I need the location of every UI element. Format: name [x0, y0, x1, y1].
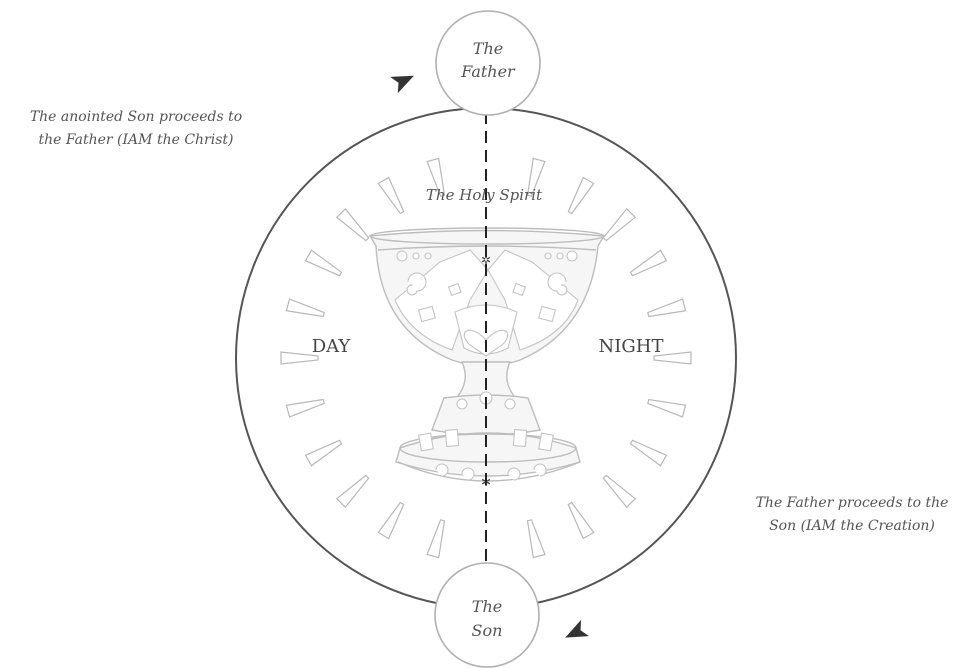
ray: [378, 503, 403, 539]
right-note-line1: The Father proceeds to the: [756, 495, 949, 511]
left-note-line1: The anointed Son proceeds to: [30, 109, 242, 125]
ray: [603, 475, 635, 507]
ray: [427, 520, 444, 558]
son-label-line2: Son: [472, 621, 503, 640]
ray: [306, 250, 342, 275]
night-label: NIGHT: [599, 336, 664, 357]
ray: [528, 520, 545, 558]
ray: [631, 440, 667, 465]
father-label-line1: The: [473, 39, 503, 58]
day-label: DAY: [312, 336, 352, 357]
ray: [286, 400, 324, 417]
arrow-to-father: [390, 68, 418, 94]
son-node: The Son: [435, 563, 539, 667]
ray: [568, 503, 593, 539]
ray: [337, 475, 369, 507]
father-label-line2: Father: [460, 62, 516, 81]
ray: [568, 178, 593, 214]
holy-spirit-label: The Holy Spirit: [426, 186, 543, 204]
left-note-line2: the Father (IAM the Christ): [39, 132, 234, 148]
ray: [378, 178, 403, 214]
father-node: The Father: [436, 11, 540, 115]
ray: [306, 440, 342, 465]
ray: [286, 299, 324, 316]
ray: [631, 250, 667, 275]
ray: [603, 209, 635, 241]
right-note-line2: Son (IAM the Creation): [769, 518, 935, 534]
son-label-line1: The: [472, 597, 502, 616]
ray: [337, 209, 369, 241]
ray: [648, 299, 686, 316]
arrow-to-son: [561, 620, 589, 646]
ray: [648, 400, 686, 417]
